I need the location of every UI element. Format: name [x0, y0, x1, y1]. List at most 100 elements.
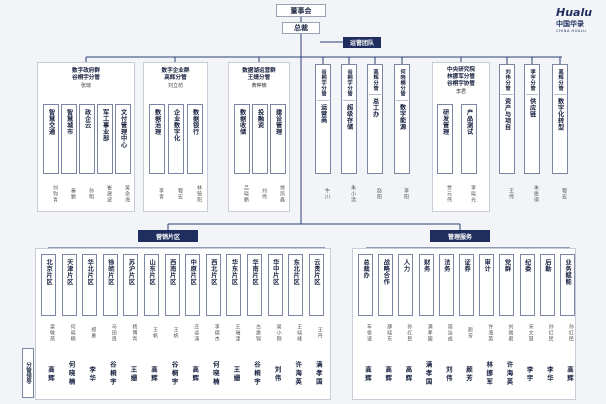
sales_regions-unit: 华北片区	[82, 254, 98, 316]
dept-name: 数据治理	[153, 109, 161, 135]
dept-separator	[317, 99, 329, 101]
dept-head: 徐凤鑫	[279, 185, 285, 203]
mgmt_units-supervisor: 李华	[545, 365, 554, 383]
sales_regions-unit: 云贵片区	[308, 254, 324, 316]
sales_regions-head: 王帆	[172, 327, 179, 339]
sales_regions-head: 古惠锦	[255, 324, 261, 342]
group-lead: 李君	[455, 89, 466, 95]
mgmt_units-unit: 人力	[398, 254, 414, 316]
mgmt_units-name: 总裁办	[362, 259, 370, 279]
group-title: 数据湖运营群 王婧分管	[242, 68, 276, 81]
dept-head: 李阳	[403, 188, 409, 200]
sales_regions-unit: 西北片区	[205, 254, 221, 316]
sales_regions-unit: 华东片区	[226, 254, 242, 316]
sales_regions-head: 马田良	[110, 324, 117, 342]
mgmt_units-supervisor: 高辉	[384, 365, 393, 383]
sales_regions-name: 华南片区	[251, 259, 259, 285]
sales_regions-name: 东北片区	[292, 259, 300, 285]
dept-17: 刘伟分管资产与项目	[499, 64, 515, 174]
dept-head: 程宏	[177, 188, 183, 200]
mgmt_units-unit: 纪委	[519, 254, 535, 316]
sales_regions-name: 华中片区	[271, 259, 279, 285]
mgmt_units-name: 财务	[422, 259, 430, 272]
mgmt_units-head: 颜芳	[467, 327, 473, 339]
mgmt_units-head: 薛晓东	[386, 324, 393, 342]
sales_regions-supervisor: 李华	[88, 365, 97, 383]
group-lead: 刘立坊	[167, 83, 183, 89]
mgmt_units-head: 满孝国	[426, 324, 433, 342]
board-box: 董事会	[276, 4, 326, 17]
mgmt_units-head: 许海英	[487, 324, 494, 342]
dept-head: 朱俊琪	[533, 185, 539, 203]
side-label: 分管领导	[25, 362, 31, 384]
group-title: 数字企业群 高辉分管	[161, 68, 190, 81]
mgmt_units-supervisor: 高辉	[404, 365, 413, 383]
dept-name: 企业数字化	[172, 109, 180, 142]
dept-supervisor: 高辉分管	[557, 69, 564, 91]
logo-cn-text: 中国华录	[556, 20, 584, 28]
mgmt_units-supervisor: 李宇	[525, 365, 534, 383]
sales_regions-unit: 山东片区	[144, 254, 159, 316]
dept-9: 投融资	[252, 104, 268, 174]
dept-name: 资产与项目	[503, 98, 511, 131]
ops-team-box: 运管团队	[343, 37, 381, 48]
dept-8: 数据收储	[234, 104, 250, 174]
dept-name: 投融资	[256, 109, 264, 129]
logo-wordmark: Hualu	[556, 6, 593, 19]
dept-10: 建设管理	[270, 104, 286, 174]
mgmt_units-name: 人力	[402, 259, 410, 272]
dept-head: 吴念海	[124, 185, 130, 203]
sales_regions-supervisor: 何晓楠	[211, 361, 220, 387]
dept-name: 智慧交通	[47, 109, 55, 135]
group-lead: 黄晔楠	[251, 83, 267, 89]
sales_regions-name: 华北片区	[86, 259, 94, 285]
sales_regions-supervisor: 谷桐宇	[253, 361, 261, 387]
sales_regions-supervisor: 许海英	[294, 361, 303, 387]
dept-name: 数字化转型	[556, 98, 564, 131]
sales_regions-head: 王丹	[316, 327, 323, 339]
sales_regions-unit: 东北片区	[288, 254, 304, 316]
sales_regions-unit: 华中片区	[267, 254, 283, 316]
mgmt_units-name: 后勤	[543, 259, 551, 272]
sales_regions-unit: 苏沪片区	[123, 254, 139, 316]
mgmt_units-unit: 证券	[459, 254, 474, 316]
dept-head: 李晓光	[470, 185, 476, 203]
mgmt_units-unit: 党群	[499, 254, 515, 316]
mgmt_units-unit: 审计	[479, 254, 495, 316]
dept-name: 运营商	[319, 103, 327, 124]
dept-16: 产品测试	[461, 104, 477, 174]
mgmt_units-head: 刘丽君	[507, 324, 514, 342]
mgmt_units-head: 孙红民	[568, 324, 574, 342]
sales_regions-name: 西北片区	[209, 259, 217, 285]
mgmt_units-unit: 业务赋能	[560, 254, 575, 316]
dept-head: 赵阳	[376, 188, 382, 200]
dept-head: 林镜阳	[196, 185, 202, 203]
dept-head: 孙明	[88, 188, 94, 200]
sales_regions-unit: 徐皖片区	[102, 254, 118, 316]
dept-separator	[526, 94, 538, 95]
mgmt_units-head: 孙红民	[406, 324, 413, 342]
sales_regions-name: 西南片区	[168, 259, 176, 285]
dept-name: 数字能源	[398, 103, 406, 130]
dept-name: 数据银行	[191, 109, 199, 135]
sales_regions-supervisor: 王姗	[232, 365, 241, 383]
sales_regions-name: 苏沪片区	[127, 259, 135, 285]
sales_regions-supervisor: 高辉	[47, 365, 55, 383]
sales_regions-supervisor: 刘伟	[273, 365, 282, 383]
sales_regions-unit: 华南片区	[247, 254, 262, 316]
dept-head: 贾元伟	[446, 185, 452, 203]
sales_regions-unit: 北京片区	[41, 254, 56, 316]
dept-supervisor: 李宇分管	[529, 69, 536, 91]
mgmt_units-head: 孙红民	[547, 324, 554, 342]
mgmt_units-name: 党群	[503, 259, 511, 272]
mgmt_units-unit: 法务	[438, 254, 454, 316]
president-box: 总裁	[282, 22, 320, 34]
sales_regions-head: 李德杰	[213, 324, 220, 342]
dept-separator	[396, 99, 408, 101]
dept-name: 产品测试	[465, 109, 473, 135]
sales_regions-head: 庄运涛	[193, 324, 200, 342]
management-services-header: 管理服务	[430, 230, 490, 242]
mgmt_units-supervisor: 高辉	[364, 365, 372, 383]
dept-name: 智慧城市	[65, 109, 73, 135]
dept-name: 数据收储	[238, 109, 246, 135]
